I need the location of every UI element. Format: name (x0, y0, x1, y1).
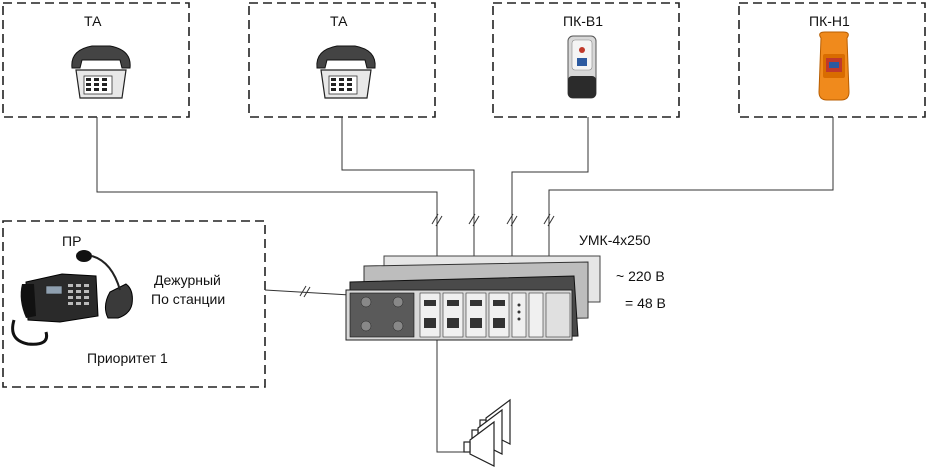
operator-panel-label: ПР (62, 233, 82, 249)
loudspeakers-icon (463, 398, 511, 467)
device-label-pkv1: ПК-В1 (563, 13, 604, 29)
line-pkv1 (511, 117, 589, 256)
line-ta1 (96, 117, 438, 256)
call-point-outdoor-icon (818, 31, 850, 101)
operator-role-line1: Дежурный (154, 272, 221, 288)
line-ta2 (341, 117, 475, 256)
device-box-pkv1 (492, 2, 680, 118)
device-box-ta1 (2, 2, 190, 118)
line-pkn1 (548, 117, 834, 256)
telephone-icon (316, 45, 376, 99)
call-point-indoor-icon (567, 35, 597, 99)
operator-panel-box (2, 220, 266, 388)
device-label-ta2: ТА (330, 13, 348, 29)
device-label-ta1: ТА (84, 13, 102, 29)
operator-priority: Приоритет 1 (87, 350, 168, 366)
amplifier-rack (345, 255, 601, 341)
microphone-icon (76, 250, 133, 319)
device-box-pkn1 (738, 2, 926, 118)
operator-role-line2: По станции (151, 291, 226, 307)
line-speakers (436, 340, 470, 453)
desk-phone-icon (11, 273, 99, 346)
telephone-icon (71, 45, 131, 99)
amplifier-label: УМК-4х250 (579, 232, 651, 248)
power-dc-label: = 48 В (625, 295, 666, 311)
device-label-pkn1: ПК-Н1 (809, 13, 850, 29)
cable-marks (299, 213, 555, 298)
power-ac-label: ~ 220 В (616, 268, 665, 284)
line-operator (264, 289, 351, 296)
